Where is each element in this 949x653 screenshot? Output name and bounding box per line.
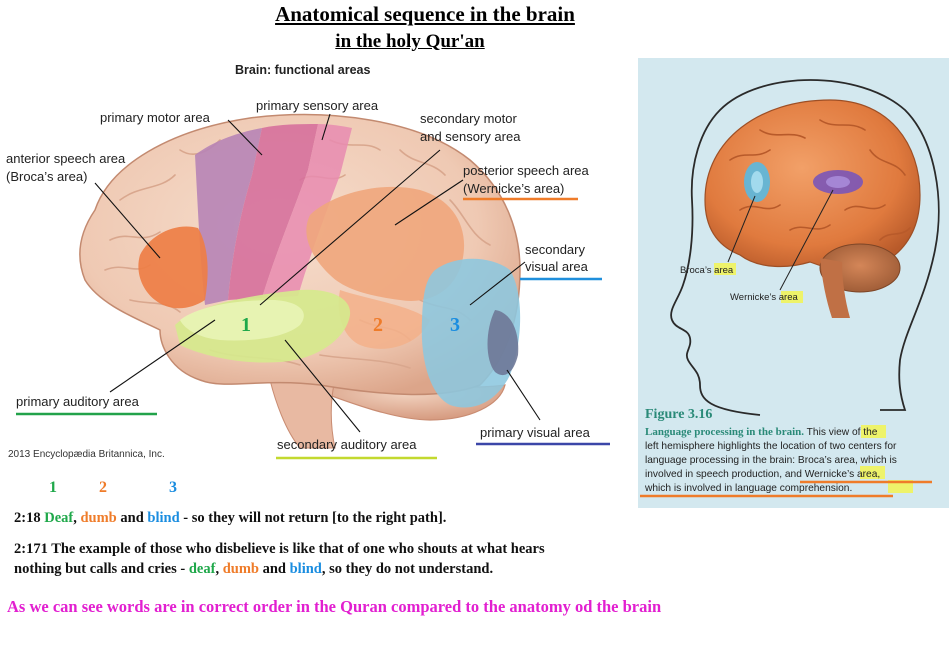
label-secondary-visual-line1: secondary — [525, 242, 585, 257]
verse1-word-dumb: dumb — [80, 510, 117, 526]
caption-line-4: involved in speech production, and Werni… — [645, 469, 880, 480]
brain-functional-areas-diagram: Brain: functional areas — [6, 63, 610, 460]
figure-label-broca: Broca’s area — [680, 265, 734, 276]
caption-line-1: Language processing in the brain. This v… — [645, 426, 878, 438]
verse2-word-dumb: dumb — [222, 561, 259, 577]
figure-wernicke-core — [826, 176, 850, 188]
figure-label-wernicke: Wernicke’s area — [730, 292, 798, 303]
caption-highlight-area-2 — [860, 466, 885, 479]
legend-number-1: 1 — [49, 479, 57, 496]
figure-number: Figure 3.16 — [645, 407, 712, 422]
label-primary-auditory: primary auditory area — [16, 394, 140, 409]
verse2-word-deaf: deaf — [188, 561, 216, 577]
label-primary-sensory: primary sensory area — [256, 98, 379, 113]
label-primary-visual: primary visual area — [480, 425, 591, 440]
copyright-text: 2013 Encyclopædia Britannica, Inc. — [8, 449, 165, 460]
secondary-motor-region — [195, 128, 262, 305]
verse-2-171-line1: 2:171 The example of those who disbeliev… — [14, 541, 545, 557]
label-secondary-motor-line2: and sensory area — [420, 129, 521, 144]
figure-wernicke-area-highlight — [781, 291, 803, 303]
caption-line-5: which is involved in language comprehens… — [644, 483, 852, 494]
verse-2-18: 2:18 Deaf, dumb and blind - so they will… — [14, 510, 447, 526]
label-anterior-speech-line2: (Broca’s area) — [6, 169, 87, 184]
figure-broca-core — [751, 171, 763, 193]
caption-highlight-area-1 — [861, 425, 886, 438]
leader-lines — [94, 113, 541, 433]
legend-number-3: 3 — [169, 479, 177, 496]
posterior-speech-region — [306, 186, 465, 301]
figure-3-16-panel: Broca’s area Wernicke’s area Figure 3.16… — [638, 58, 949, 508]
verse2-word-blind: blind — [289, 561, 322, 577]
verse-2-171-line2: nothing but calls and cries - deaf, dumb… — [14, 561, 494, 577]
posterior-speech-lower — [338, 290, 430, 349]
primary-auditory-region — [180, 300, 304, 341]
figure-leader-wernicke — [779, 189, 834, 291]
brainstem — [269, 379, 336, 449]
label-secondary-auditory: secondary auditory area — [277, 437, 417, 452]
figure-brainstem — [820, 258, 850, 318]
primary-visual-region — [487, 310, 519, 376]
verse1-word-blind: blind — [147, 510, 180, 526]
legend-number-2: 2 — [99, 479, 107, 496]
marker-1: 1 — [241, 314, 251, 336]
conclusion-text: As we can see words are in correct order… — [7, 597, 662, 616]
figure-gyri — [729, 119, 911, 241]
primary-sensory-region — [262, 124, 352, 298]
marker-3: 3 — [450, 314, 460, 336]
label-primary-motor: primary motor area — [100, 110, 211, 125]
figure-broca-area-highlight — [714, 263, 736, 275]
label-anterior-speech-line1: anterior speech area — [6, 151, 126, 166]
figure-brain — [704, 99, 921, 271]
primary-motor-region — [228, 124, 318, 300]
label-posterior-speech-line2: (Wernicke’s area) — [463, 181, 564, 196]
caption-highlight-area-3 — [888, 480, 913, 493]
head-outline — [670, 79, 940, 416]
marker-2: 2 — [373, 314, 383, 336]
figure-leader-broca — [727, 195, 756, 263]
broca-region — [138, 226, 208, 309]
label-secondary-visual-line2: visual area — [525, 259, 589, 274]
diagram-heading: Brain: functional areas — [235, 63, 370, 77]
label-secondary-motor-line1: secondary motor — [420, 111, 517, 126]
caption-line-3: language processing in the brain: Broca’… — [645, 455, 897, 466]
caption-line-2: left hemisphere highlights the location … — [645, 441, 897, 452]
label-posterior-speech-line1: posterior speech area — [463, 163, 590, 178]
verse1-word-deaf: Deaf — [44, 510, 74, 526]
page-subtitle: in the holy Qur'an — [335, 31, 485, 52]
page-title: Anatomical sequence in the brain — [275, 2, 575, 26]
